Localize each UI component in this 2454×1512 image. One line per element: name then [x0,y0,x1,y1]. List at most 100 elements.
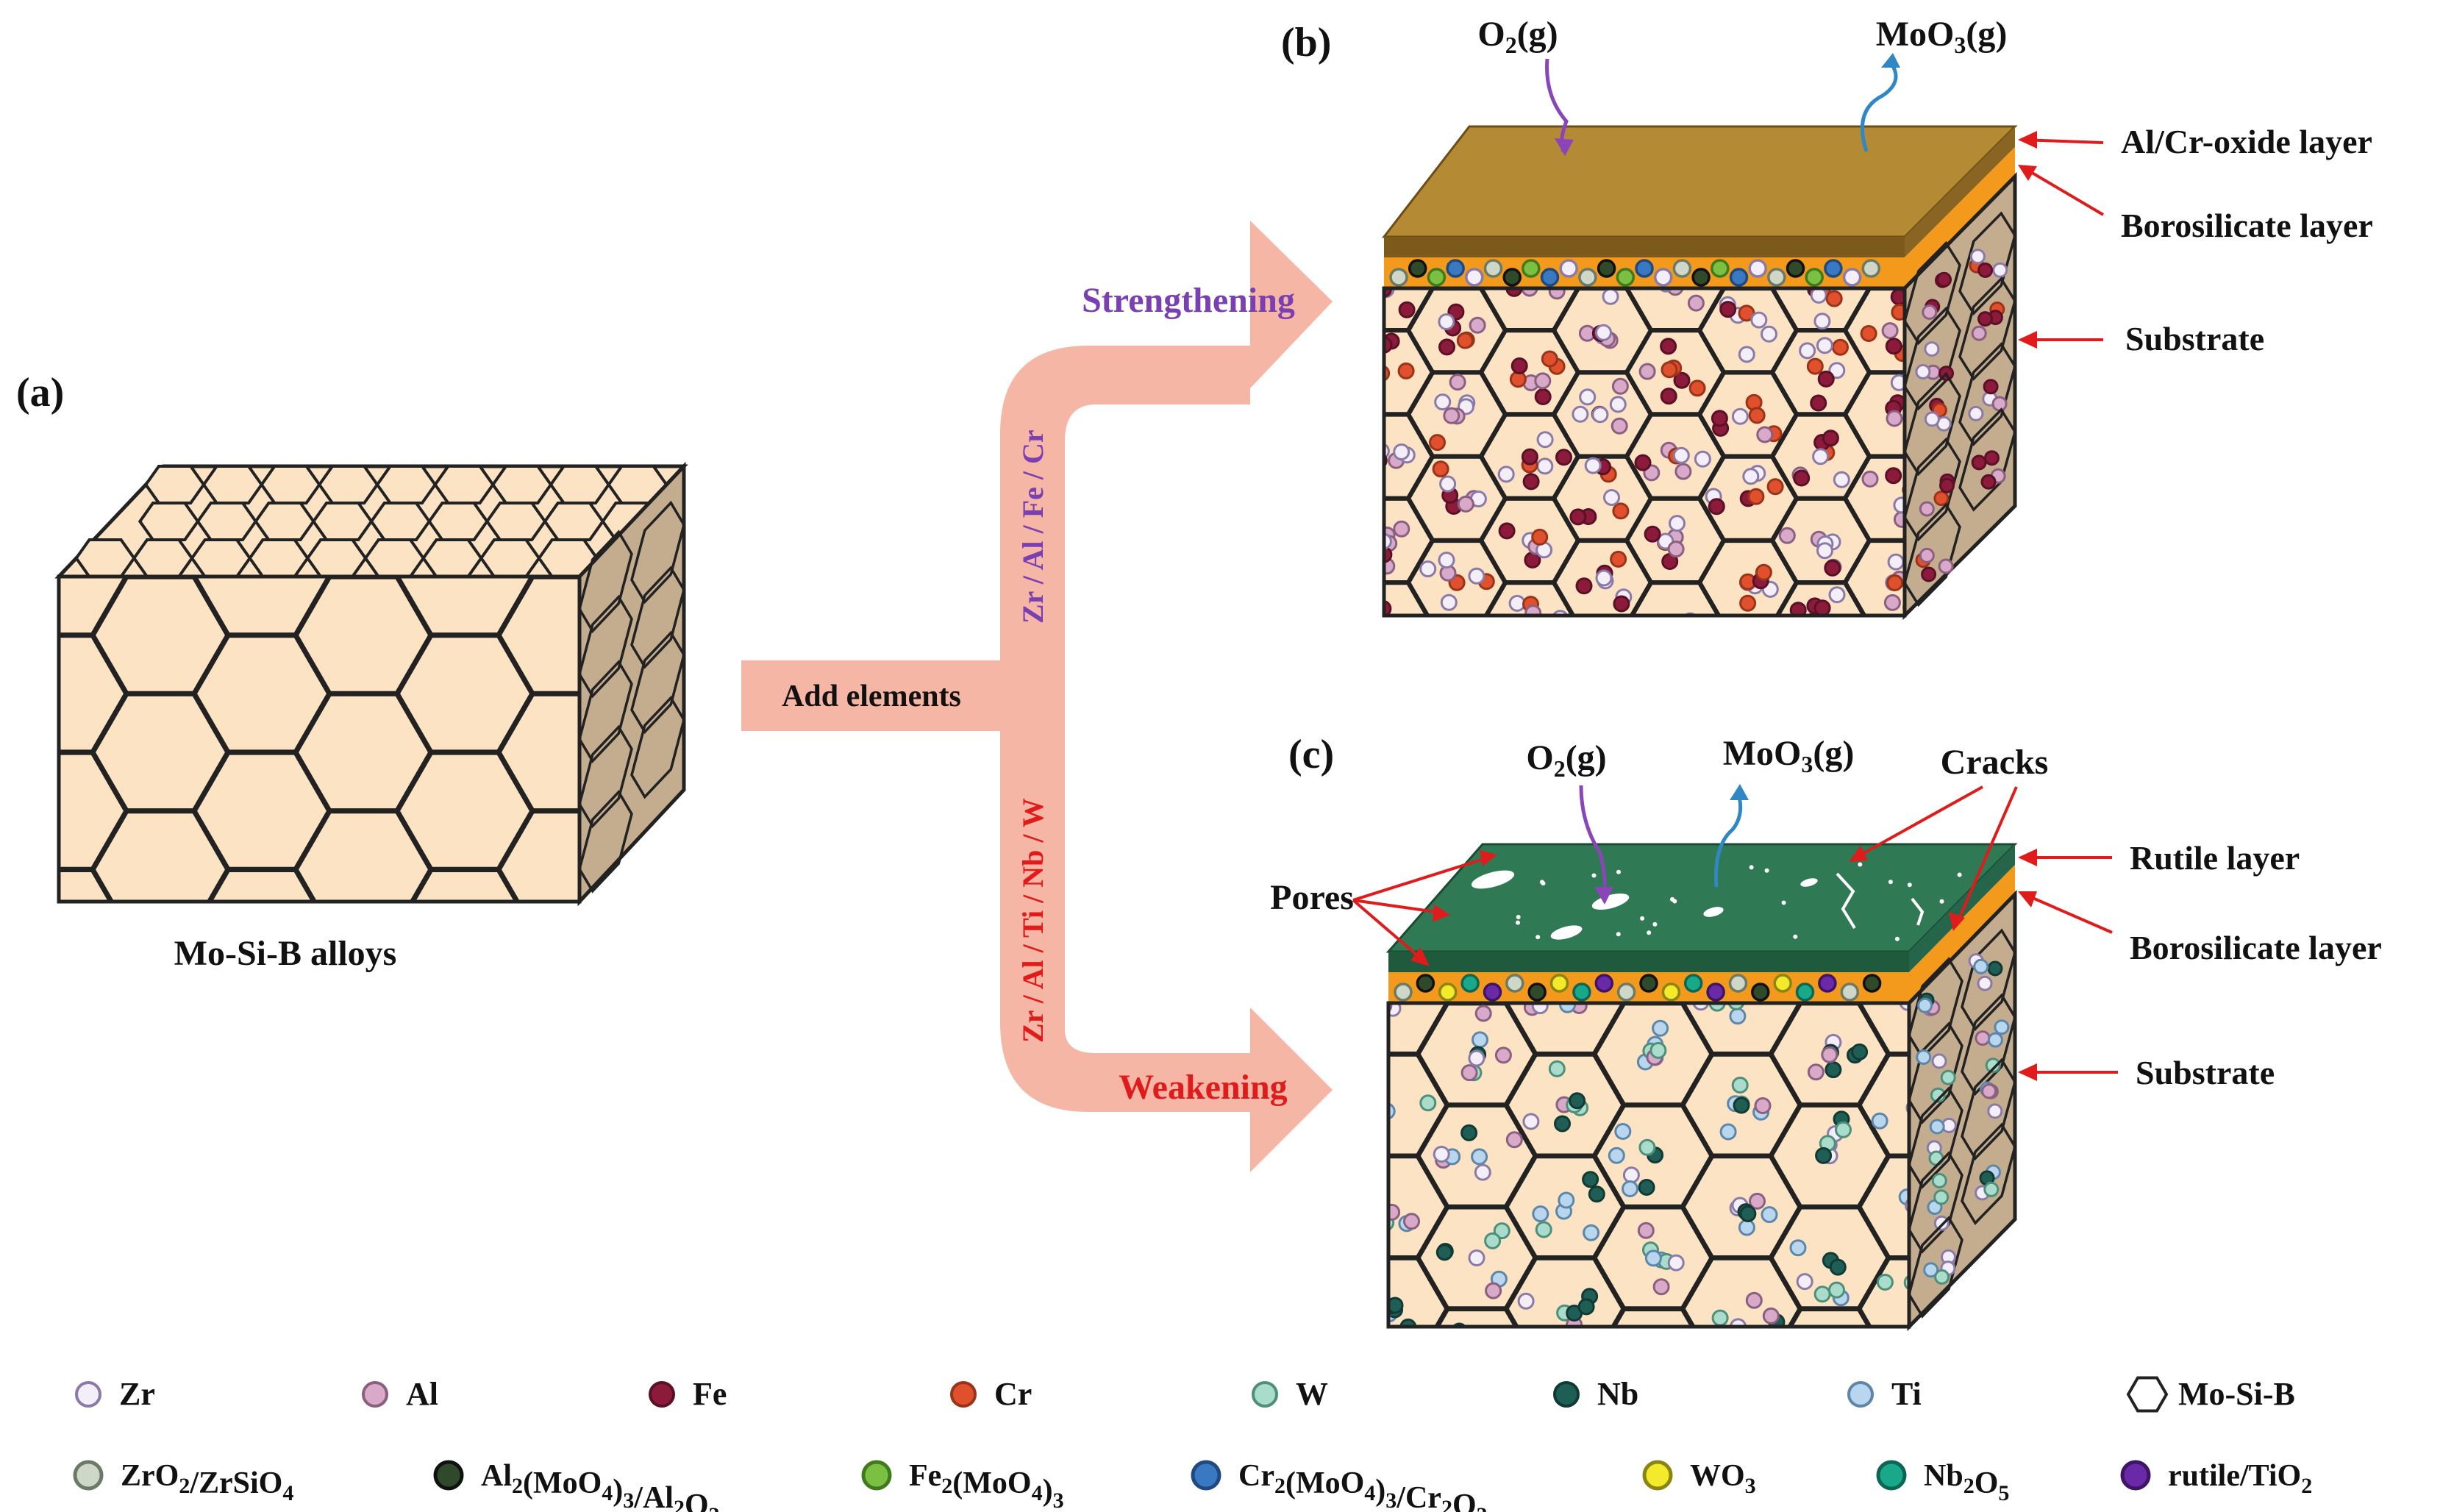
legend-swatch [1876,1460,1907,1491]
element-particle [1824,559,1841,577]
element-particle [1493,1222,1510,1240]
oxide-particle [1616,983,1636,1002]
element-particle [1719,301,1737,318]
speck [1449,871,1455,877]
element-particle [1658,1352,1673,1366]
element-particle [1403,1213,1420,1230]
oxide-particle [1427,268,1447,287]
grain [59,869,112,902]
speck [1858,862,1863,867]
panel-b-moo3-label: MoO3(g) [1876,15,2008,58]
element-particle [1872,643,1887,657]
grain [479,538,541,578]
element-particle [1434,393,1452,411]
element-particle [1297,951,1312,966]
element-particle [1468,567,1485,585]
grain [0,460,24,575]
element-particle [1933,1215,1950,1231]
element-particle [1319,321,1334,336]
element-particle [1531,528,1549,546]
element-particle [1364,1085,1379,1100]
element-particle [1669,614,1679,616]
element-particle [1602,660,1617,674]
grain [59,577,127,636]
oxide-particle [1635,259,1654,278]
grain [0,695,24,810]
grain [375,465,438,504]
panel-b: (b) O2(g) MoO3(g) Al/Cr-oxide layer [1263,15,2373,674]
oxide-particle [1389,268,1408,287]
element-particle [1638,1387,1653,1402]
oxide-particle [1672,259,1692,278]
element-particle [1983,1181,2000,1197]
element-particle [1929,1119,1945,1135]
grain [1263,541,1358,624]
rutile-layer-label: Rutile layer [2130,839,2300,877]
oxide-particle [1572,983,1591,1002]
block-a-side-grains [578,500,685,894]
element-particle [1304,468,1319,483]
grain [1384,582,1428,616]
element-particle [1602,288,1619,305]
oxide-particle [1594,974,1614,993]
element-particle [1522,1113,1540,1130]
element-particle [1460,1124,1478,1141]
element-particle [1293,399,1308,413]
element-particle [1761,325,1777,343]
borosilicate-layer-c-side [1909,865,2015,1003]
element-particle [1919,547,1935,563]
element-particle [1789,1239,1807,1257]
legend-label: W [1296,1376,1328,1412]
legend-label: Zr [119,1376,155,1412]
element-particle [1729,1008,1747,1025]
element-particle [1369,980,1383,995]
element-particle [1274,583,1289,598]
element-particle [1309,337,1324,352]
pore [1550,925,1583,940]
element-particle [1588,1185,1605,1203]
element-particle [1267,1180,1282,1195]
element-particle [1355,357,1370,372]
element-particle [1643,1336,1658,1350]
element-particle [1353,1080,1368,1095]
element-particle [1344,374,1359,388]
grain [59,635,127,753]
element-particle [1613,595,1630,613]
element-particle [1419,1094,1437,1112]
oxide-particle [1416,974,1435,993]
speck [1616,932,1621,937]
element-particle [1474,1005,1492,1022]
element-particle [1829,1258,1847,1276]
element-particle [1575,577,1593,595]
legend-label: Fe2(MoO4)3 [909,1459,1064,1512]
element-particle [1667,541,1685,558]
grain [1961,1058,2016,1160]
element-particle [1808,1349,1823,1363]
element-particle [1369,618,1383,632]
element-particle [1603,660,1618,674]
grain [1958,277,2016,381]
element-particle [1521,448,1538,466]
element-particle [1741,660,1756,674]
oxide-particle [1795,983,1815,1002]
element-particle [1360,1106,1375,1121]
element-particle [1300,518,1315,532]
element-particle [1577,1298,1595,1316]
panel-c-label: (c) [1288,732,1334,777]
element-particle [1301,408,1316,423]
element-particle [1638,363,1656,380]
grain [578,660,633,763]
element-particle [1931,1053,1947,1069]
element-particle [1302,660,1316,674]
oxide-particle [1394,983,1413,1002]
speck [1535,935,1541,940]
element-particle [1530,626,1545,641]
oxide-particle [1840,983,1860,1002]
element-particle [1531,1003,1549,1015]
element-particle [1881,322,1899,340]
grain [92,693,229,812]
element-particle [1789,602,1807,616]
oxide-particle [1691,268,1711,287]
panel-a-label: (a) [16,370,64,416]
